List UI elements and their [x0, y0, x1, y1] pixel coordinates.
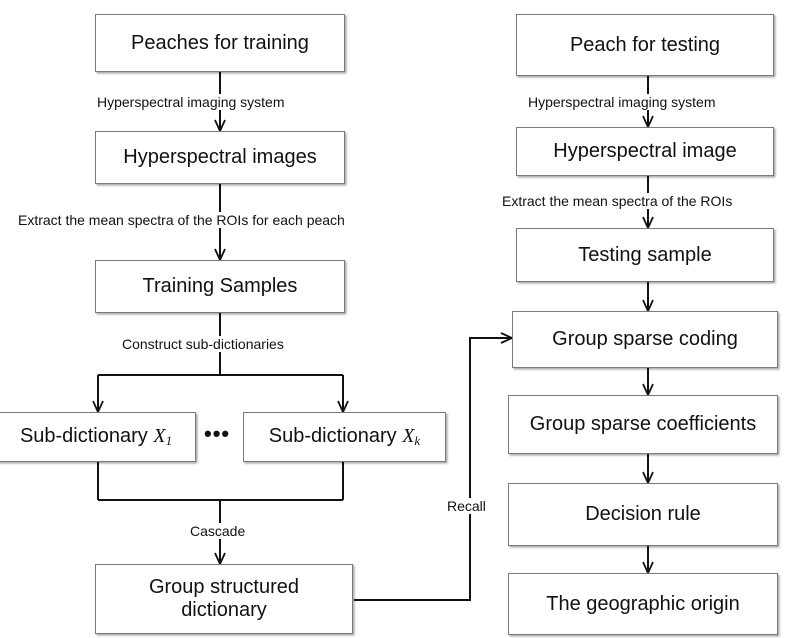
subdictionary-k-text: Sub-dictionary Xk — [268, 425, 421, 449]
group-sparse-coefficients-box: Group sparse coefficients — [508, 395, 778, 454]
decision-rule-text: Decision rule — [585, 503, 701, 525]
subdictionary-1-box: Sub-dictionary X1 — [0, 412, 196, 462]
subdictionary-k-box: Sub-dictionary Xk — [243, 412, 446, 462]
testing-sample-box: Testing sample — [516, 228, 774, 282]
group-sparse-coefficients-text: Group sparse coefficients — [529, 413, 757, 435]
imaging-system-label-right: Hyperspectral imaging system — [526, 94, 718, 110]
peach-for-testing-text: Peach for testing — [569, 33, 721, 56]
extract-label-left: Extract the mean spectra of the ROIs for… — [16, 212, 347, 228]
group-dictionary-line2: dictionary — [181, 599, 267, 621]
hyperspectral-images-box: Hyperspectral images — [95, 131, 345, 184]
hyperspectral-image-text: Hyperspectral image — [553, 140, 737, 162]
group-sparse-coding-box: Group sparse coding — [512, 311, 778, 368]
training-samples-box: Training Samples — [95, 260, 345, 313]
recall-label: Recall — [445, 498, 488, 514]
group-structured-dictionary-box: Group structured dictionary — [95, 564, 353, 634]
decision-rule-box: Decision rule — [508, 483, 778, 546]
extract-label-right: Extract the mean spectra of the ROIs — [500, 193, 735, 209]
training-samples-text: Training Samples — [142, 275, 298, 297]
arrow-recall — [354, 338, 512, 601]
peaches-for-training-box: Peaches for training — [95, 14, 345, 72]
subdictionary-1-text: Sub-dictionary X1 — [19, 425, 173, 449]
geographic-origin-box: The geographic origin — [508, 573, 778, 635]
imaging-system-label-left: Hyperspectral imaging system — [95, 94, 287, 110]
peach-for-testing-box: Peach for testing — [516, 14, 774, 76]
group-sparse-coding-text: Group sparse coding — [552, 328, 738, 350]
group-dictionary-line1: Group structured — [148, 576, 300, 598]
hyperspectral-images-text: Hyperspectral images — [123, 146, 317, 168]
construct-label: Construct sub-dictionaries — [120, 336, 286, 352]
subdictionary-ellipsis: ••• — [204, 421, 231, 446]
testing-sample-text: Testing sample — [578, 243, 712, 266]
cascade-label: Cascade — [188, 523, 248, 539]
geographic-origin-text: The geographic origin — [546, 592, 740, 615]
peaches-for-training-text: Peaches for training — [131, 31, 309, 54]
hyperspectral-image-box: Hyperspectral image — [516, 127, 774, 176]
